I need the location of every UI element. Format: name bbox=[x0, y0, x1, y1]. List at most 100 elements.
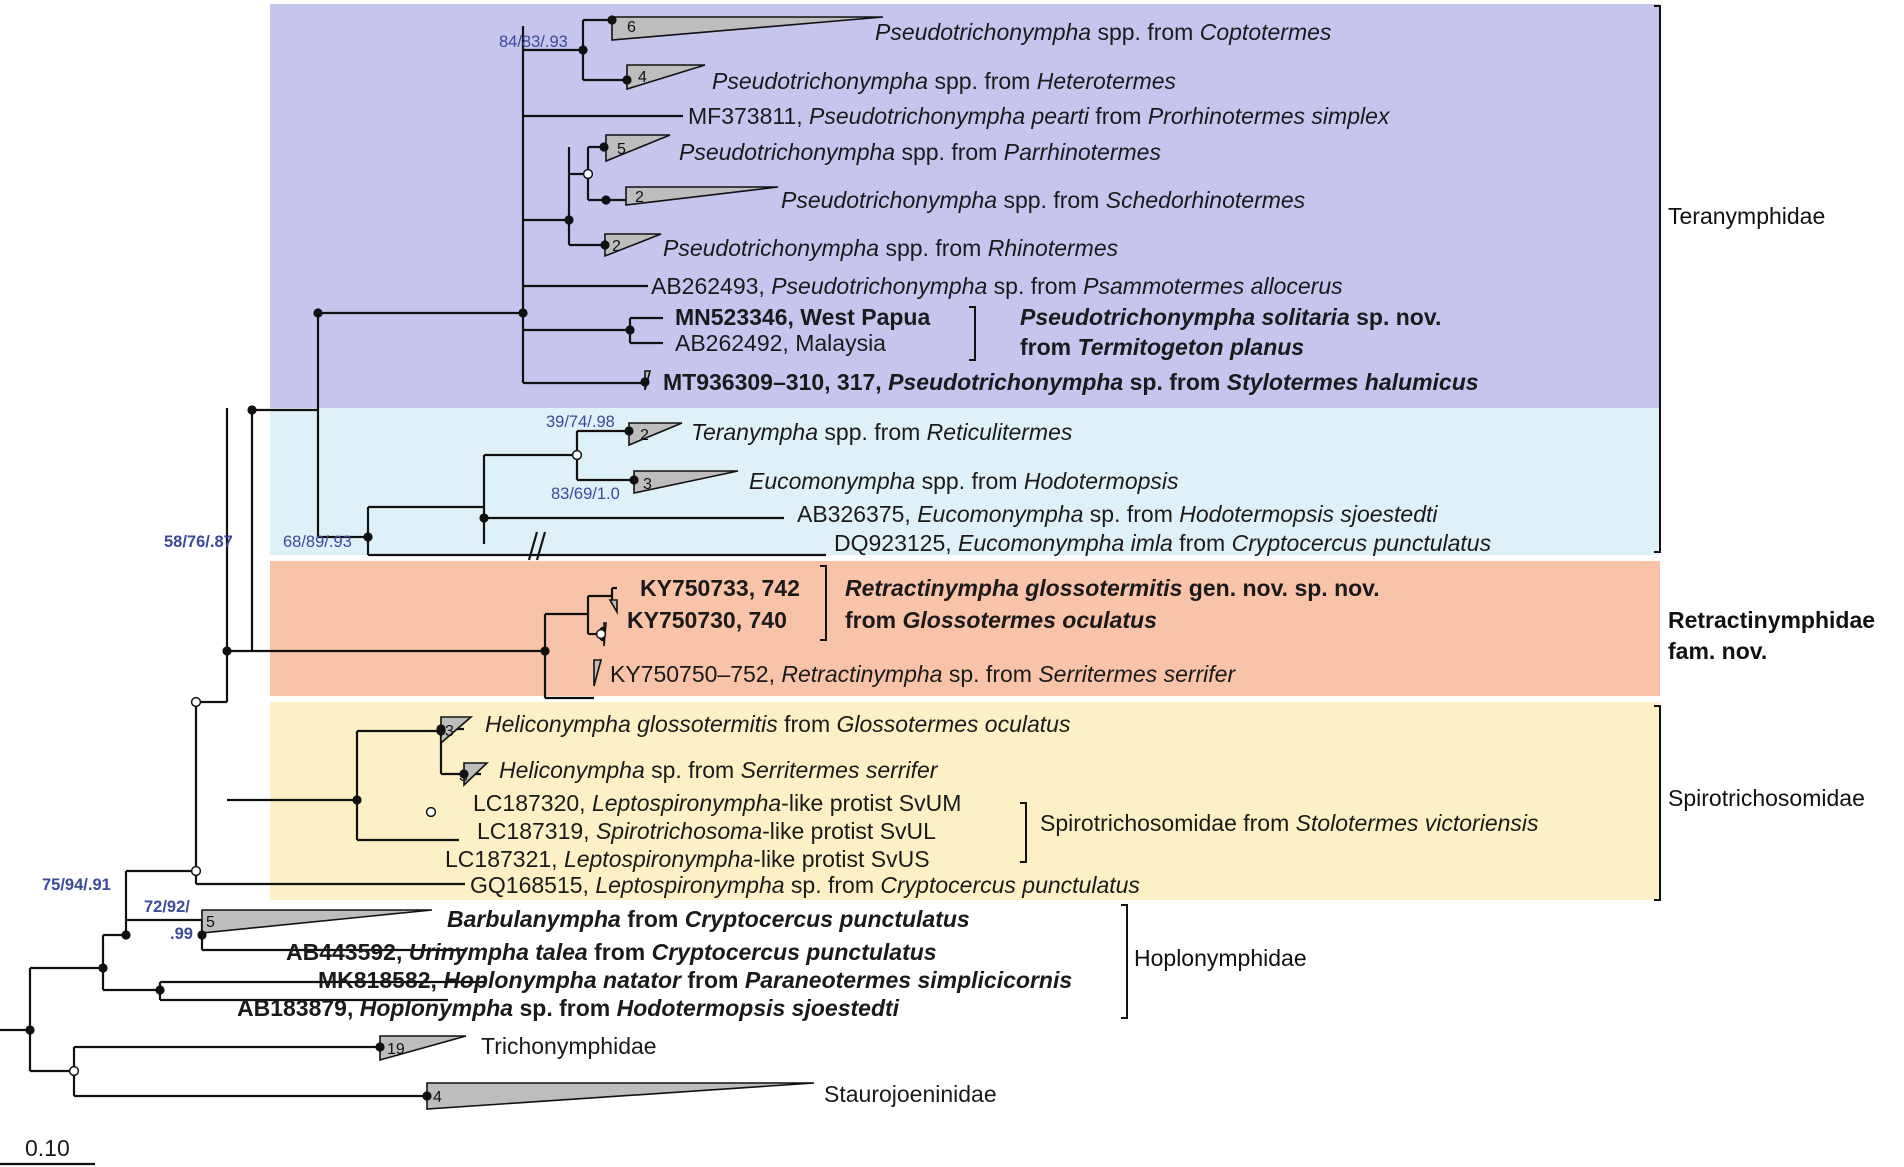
annotation-a3: Spirotrichosomidae from Stolotermes vict… bbox=[1040, 810, 1539, 836]
taxon-label-t25: AB443592, Urinympha talea from Cryptocer… bbox=[286, 939, 937, 965]
label-part: AB183879, bbox=[237, 995, 360, 1021]
node-supported bbox=[624, 426, 634, 436]
support-value: 72/92/ bbox=[144, 898, 190, 916]
label-part: Termitogeton planus bbox=[1078, 334, 1305, 360]
collapsed-clade-count: 4 bbox=[638, 69, 647, 86]
label-part: Cryptocercus punctulatus bbox=[685, 906, 970, 932]
label-part: Hodotermopsis sjoestedti bbox=[1179, 501, 1438, 527]
node-supported bbox=[375, 1042, 385, 1052]
node-partial bbox=[571, 449, 583, 461]
bracket-spirotrichosomidae bbox=[1654, 705, 1661, 901]
node-supported bbox=[564, 215, 574, 225]
label-part: Pseudotrichonympha bbox=[781, 187, 997, 213]
collapsed-clade-count: 5 bbox=[617, 141, 626, 158]
label-part: from bbox=[1089, 103, 1148, 129]
annotation-a2: from Glossotermes oculatus bbox=[845, 607, 1157, 633]
label-part: Pseudotrichonympha bbox=[679, 139, 895, 165]
node-supported bbox=[600, 240, 610, 250]
label-part: Leptospironympha bbox=[592, 790, 781, 816]
label-part: sp. from bbox=[942, 661, 1038, 687]
label-part: Urinympha talea bbox=[409, 939, 588, 965]
label-part: sp. from bbox=[1123, 369, 1227, 395]
label-part: -like protist SvUS bbox=[753, 846, 929, 872]
support-value: 39/74/.98 bbox=[546, 413, 615, 431]
label-part: Pseudotrichonympha bbox=[888, 369, 1123, 395]
label-part: Pseudotrichonympha solitaria bbox=[1020, 304, 1350, 330]
taxon-label-t6: Pseudotrichonympha spp. from Rhinotermes bbox=[663, 235, 1119, 261]
support-value: 83/69/1.0 bbox=[551, 485, 620, 503]
label-part: spp. from bbox=[997, 187, 1106, 213]
collapsed-clade-count: 5 bbox=[206, 914, 215, 931]
label-part: MN523346, West Papua bbox=[675, 304, 930, 330]
collapsed-clade-narrow bbox=[593, 659, 603, 687]
node-supported bbox=[352, 795, 362, 805]
support-value: 84/83/.93 bbox=[499, 33, 568, 51]
label-part: LC187319, bbox=[477, 818, 596, 844]
label-part: Hodotermopsis sjoestedti bbox=[617, 995, 900, 1021]
node-supported bbox=[436, 724, 446, 734]
label-part: Pseudotrichonympha bbox=[771, 273, 987, 299]
support-value: 58/76/.87 bbox=[164, 533, 233, 551]
label-part: Eucomonympha imla bbox=[958, 530, 1173, 556]
label-part: Leptospironympha bbox=[595, 872, 784, 898]
label-part: Cryptocercus punctulatus bbox=[1232, 530, 1492, 556]
taxon-label-t10: MT936309–310, 317, Pseudotrichonympha sp… bbox=[663, 369, 1479, 395]
label-part: Rhinotermes bbox=[988, 235, 1119, 261]
group-brackets bbox=[820, 5, 1661, 1019]
node-supported bbox=[629, 475, 639, 485]
collapsed-clade-count: 19 bbox=[387, 1041, 405, 1058]
node-supported bbox=[25, 1025, 35, 1035]
taxon-label-t16: KY750730, 740 bbox=[627, 607, 787, 633]
label-part: KY750750–752, bbox=[610, 661, 781, 687]
node-supported bbox=[222, 646, 232, 656]
node-supported bbox=[313, 308, 323, 318]
annotation-a2: Retractinympha glossotermitis gen. nov. … bbox=[845, 575, 1380, 601]
label-part: spp. from bbox=[928, 68, 1037, 94]
taxon-label-t24: Barbulanympha from Cryptocercus punctula… bbox=[447, 906, 970, 932]
support-value: .99 bbox=[170, 925, 193, 943]
collapsed-clade-count: 2 bbox=[640, 427, 649, 444]
family-label-hoplonymphidae: Hoplonymphidae bbox=[1134, 945, 1307, 971]
label-part: Serritermes serrifer bbox=[741, 757, 939, 783]
label-part: Pseudotrichonympha bbox=[712, 68, 928, 94]
group-backgrounds bbox=[270, 4, 1660, 900]
label-part: Retractinympha glossotermitis bbox=[845, 575, 1182, 601]
label-part: from bbox=[621, 906, 685, 932]
node-supported bbox=[459, 769, 469, 779]
node-supported bbox=[155, 985, 165, 995]
family-label-retractinymphidae-suffix: fam. nov. bbox=[1668, 638, 1767, 664]
taxon-label-t9: AB262492, Malaysia bbox=[675, 330, 886, 356]
taxon-label-t12: Eucomonympha spp. from Hodotermopsis bbox=[749, 468, 1179, 494]
label-part: Trichonymphidae bbox=[481, 1033, 657, 1059]
annotation-a1: from Termitogeton planus bbox=[1020, 334, 1304, 360]
label-part: Glossotermes oculatus bbox=[903, 607, 1157, 633]
label-part: spp. from bbox=[879, 235, 988, 261]
taxon-label-t8: MN523346, West Papua bbox=[675, 304, 930, 330]
support-value: 68/89/.93 bbox=[283, 533, 352, 551]
label-part: Barbulanympha bbox=[447, 906, 621, 932]
taxon-label-t20: LC187320, Leptospironympha-like protist … bbox=[473, 790, 961, 816]
collapsed-clade-narrow bbox=[608, 599, 618, 615]
taxon-label-t7: AB262493, Pseudotrichonympha sp. from Ps… bbox=[651, 273, 1343, 299]
label-part: Spirotrichosomidae from bbox=[1040, 810, 1296, 836]
label-part: Parrhinotermes bbox=[1004, 139, 1162, 165]
label-part: Reticulitermes bbox=[927, 419, 1073, 445]
taxon-label-t5: Pseudotrichonympha spp. from Schedorhino… bbox=[781, 187, 1306, 213]
label-part: KY750733, 742 bbox=[640, 575, 800, 601]
bracket-teranymphidae bbox=[1654, 5, 1661, 553]
bracket-solitaria bbox=[969, 306, 976, 361]
node-supported bbox=[518, 308, 528, 318]
label-part: Coptotermes bbox=[1200, 19, 1332, 45]
collapsed-clade-t29 bbox=[426, 1082, 815, 1110]
label-part: AB326375, bbox=[797, 501, 917, 527]
label-part: Prorhinotermes simplex bbox=[1148, 103, 1391, 129]
label-part: sp. from bbox=[1083, 501, 1179, 527]
collapsed-clade-count: 3 bbox=[643, 476, 652, 493]
label-part: sp. from bbox=[785, 872, 881, 898]
collapsed-clade-count: 6 bbox=[627, 19, 636, 36]
taxon-label-t15: KY750733, 742 bbox=[640, 575, 800, 601]
label-part: Paraneotermes simplicicornis bbox=[745, 967, 1072, 993]
label-part: spp. from bbox=[895, 139, 1004, 165]
node-supported bbox=[622, 75, 632, 85]
